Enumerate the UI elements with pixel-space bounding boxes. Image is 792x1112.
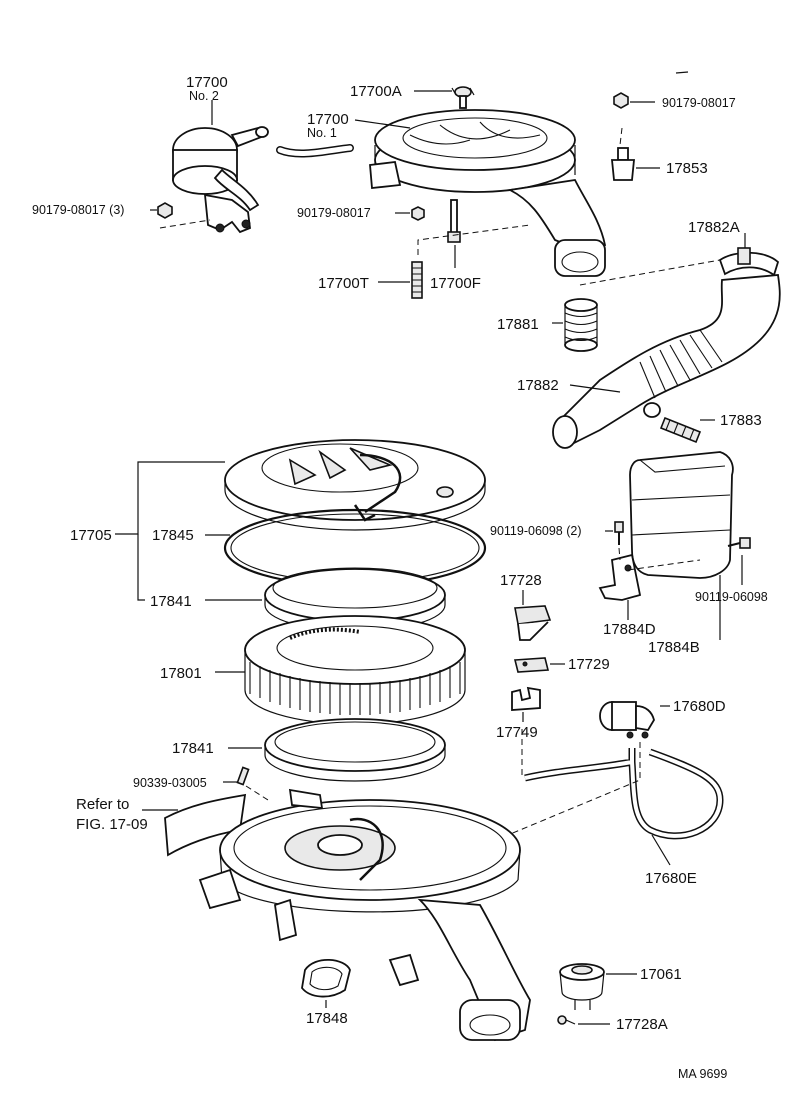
vacuum-hose-17680e: [524, 748, 724, 840]
seal-17841-bottom: [264, 718, 446, 782]
air-cleaner-case-bottom: [198, 788, 531, 1042]
label-17705: 17705: [70, 527, 112, 544]
air-hose-17882: [552, 274, 781, 449]
gasket-17848: [301, 958, 351, 998]
stud-17700f: [447, 199, 461, 243]
label-17801: 17801: [160, 665, 202, 682]
refer-to-text: Refer to: [76, 796, 129, 813]
catalog-code: MA 9699: [678, 1067, 727, 1081]
bracket-17884d: [598, 553, 642, 601]
hose-17883: [659, 416, 702, 444]
label-17728a: 17728A: [616, 1016, 668, 1033]
hose-clamp-17882a: [718, 247, 780, 277]
nut-90179-top: [613, 92, 629, 109]
resonator-17884b: [629, 451, 734, 579]
label-17883: 17883: [720, 412, 762, 429]
nut-90179-mid: [411, 206, 425, 221]
stud-17700t: [411, 261, 423, 299]
part-17728: [514, 605, 552, 641]
label-17882: 17882: [517, 377, 559, 394]
bolt-90119-left: [614, 521, 624, 545]
bellows-17881: [564, 298, 598, 352]
refer-to-fig-text: FIG. 17-09: [76, 816, 148, 833]
label-90339-03005: 90339-03005: [133, 776, 207, 790]
filter-element-17801: [244, 615, 466, 725]
part-17729: [513, 657, 550, 673]
label-17848: 17848: [306, 1010, 348, 1027]
label-17700a: 17700A: [350, 83, 402, 100]
label-17884d: 17884D: [603, 621, 656, 638]
bolt-90119-right: [727, 537, 751, 549]
label-17728: 17728: [500, 572, 542, 589]
label-17884b: 17884B: [648, 639, 700, 656]
label-17700-no1-sub: No. 1: [307, 126, 337, 140]
air-cleaner-assembly-top: [369, 109, 607, 277]
label-17749: 17749: [496, 724, 538, 741]
label-17700-no2: 17700: [186, 74, 228, 91]
label-17882a: 17882A: [688, 219, 740, 236]
valve-17061: [559, 963, 605, 1010]
label-17841-top: 17841: [150, 593, 192, 610]
wing-nut-17700a: [451, 86, 475, 109]
label-17845: 17845: [152, 527, 194, 544]
label-17700-no2-sub: No. 2: [189, 89, 219, 103]
pin-90339: [236, 766, 250, 786]
label-17680d: 17680D: [673, 698, 726, 715]
vacuum-switching-valve-no2: [172, 126, 269, 234]
label-17841-bottom: 17841: [172, 740, 214, 757]
nut-90179-left: [157, 202, 173, 219]
air-cleaner-lid-17705: [224, 439, 486, 531]
valve-17680d: [599, 701, 655, 739]
label-17061: 17061: [640, 966, 682, 983]
clip-17749: [511, 686, 541, 711]
sensor-17853: [611, 147, 635, 181]
label-17729: 17729: [568, 656, 610, 673]
label-90179-08017-3: 90179-08017 (3): [32, 203, 124, 217]
label-17853: 17853: [666, 160, 708, 177]
label-90179-08017-mid: 90179-08017: [297, 206, 371, 220]
label-17700-no1: 17700: [307, 111, 349, 128]
label-90179-08017-top: 90179-08017: [662, 96, 736, 110]
label-17680e: 17680E: [645, 870, 697, 887]
pin-17728a: [557, 1015, 576, 1025]
label-17700f: 17700F: [430, 275, 481, 292]
label-90119-06098: 90119-06098: [695, 590, 768, 604]
label-90119-06098-2: 90119-06098 (2): [490, 524, 582, 538]
label-17881: 17881: [497, 316, 539, 333]
label-17700t: 17700T: [318, 275, 369, 292]
